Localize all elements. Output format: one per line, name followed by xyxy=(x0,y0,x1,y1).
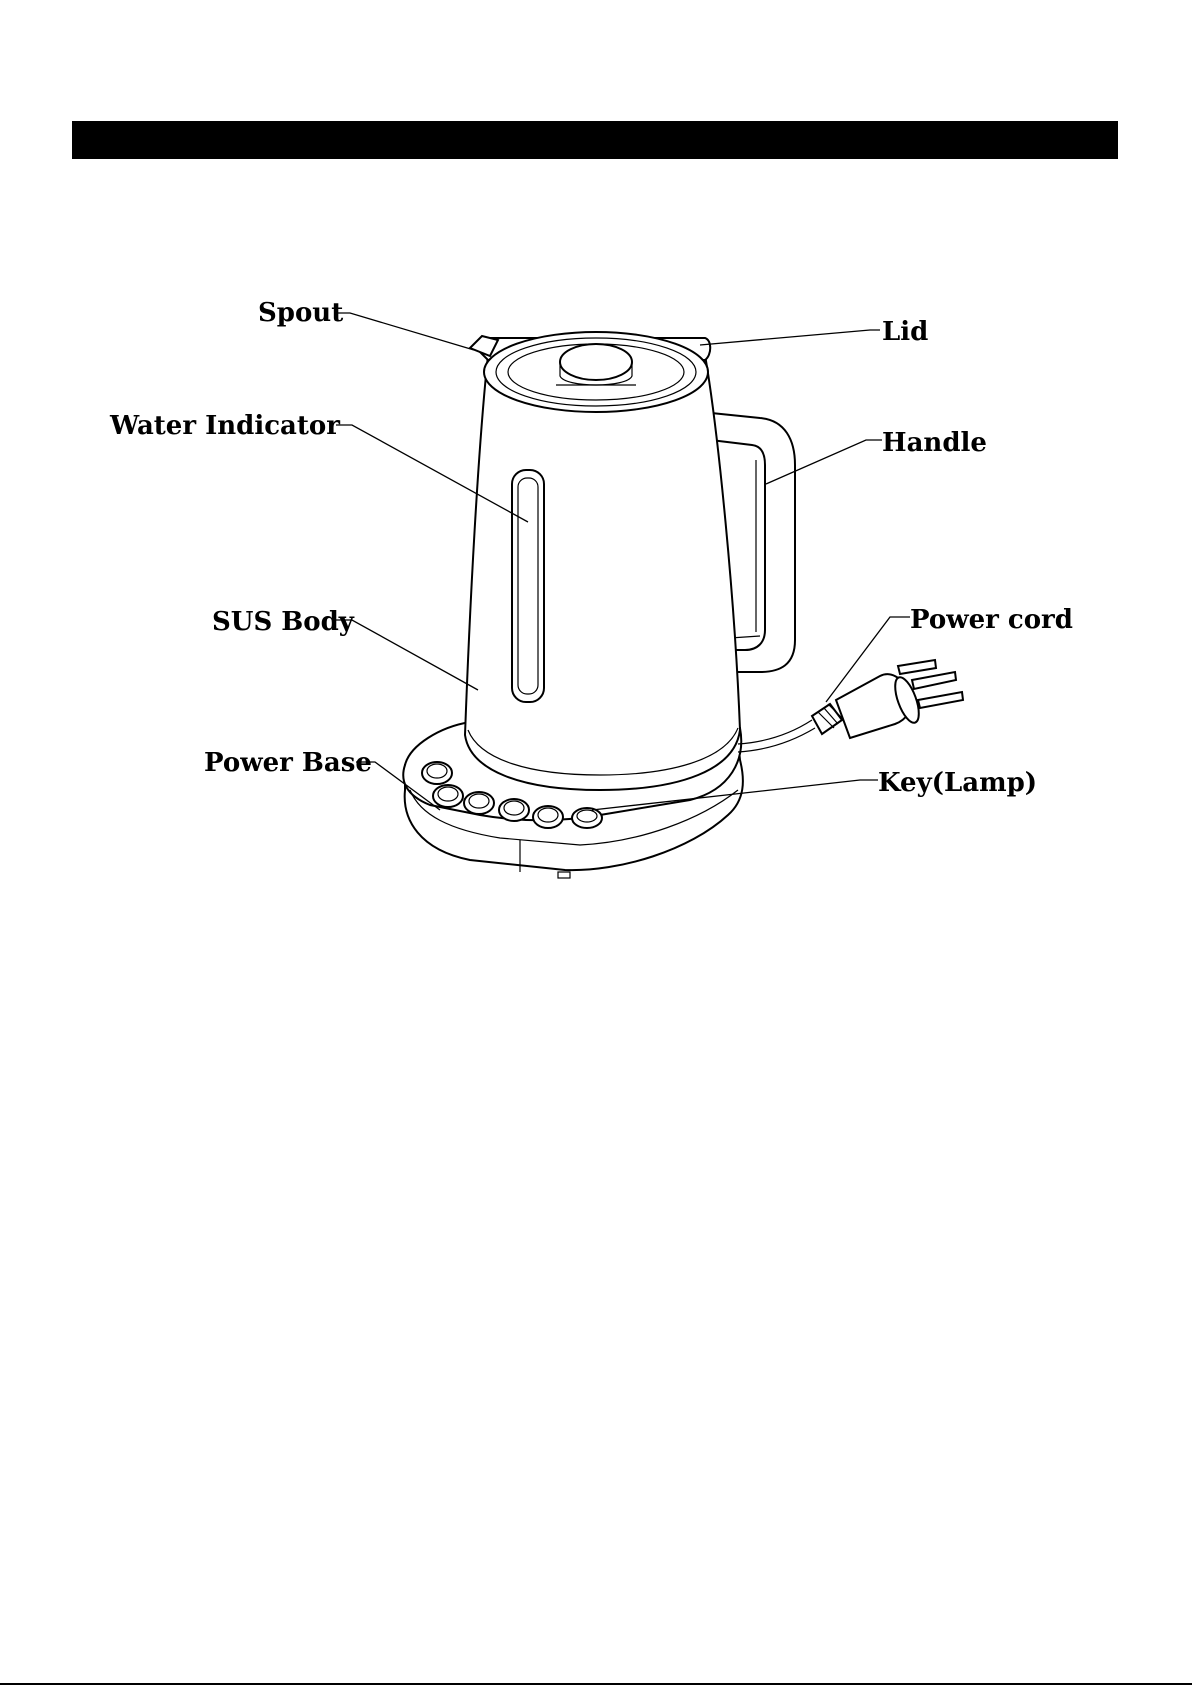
label-lid: Lid xyxy=(882,317,928,347)
water-indicator xyxy=(512,470,544,702)
leader-spout xyxy=(334,313,474,350)
label-sus-body: SUS Body xyxy=(212,607,355,637)
leader-lid xyxy=(700,330,880,345)
label-power-cord: Power cord xyxy=(910,605,1073,635)
leader-sus-body xyxy=(336,620,478,690)
label-spout: Spout xyxy=(258,298,343,328)
label-key-lamp: Key(Lamp) xyxy=(878,768,1037,798)
label-power-base: Power Base xyxy=(204,748,372,778)
power-cord xyxy=(738,660,963,752)
sus-body xyxy=(465,355,740,790)
label-handle: Handle xyxy=(882,428,987,458)
label-water-indicator: Water Indicator xyxy=(109,411,340,441)
